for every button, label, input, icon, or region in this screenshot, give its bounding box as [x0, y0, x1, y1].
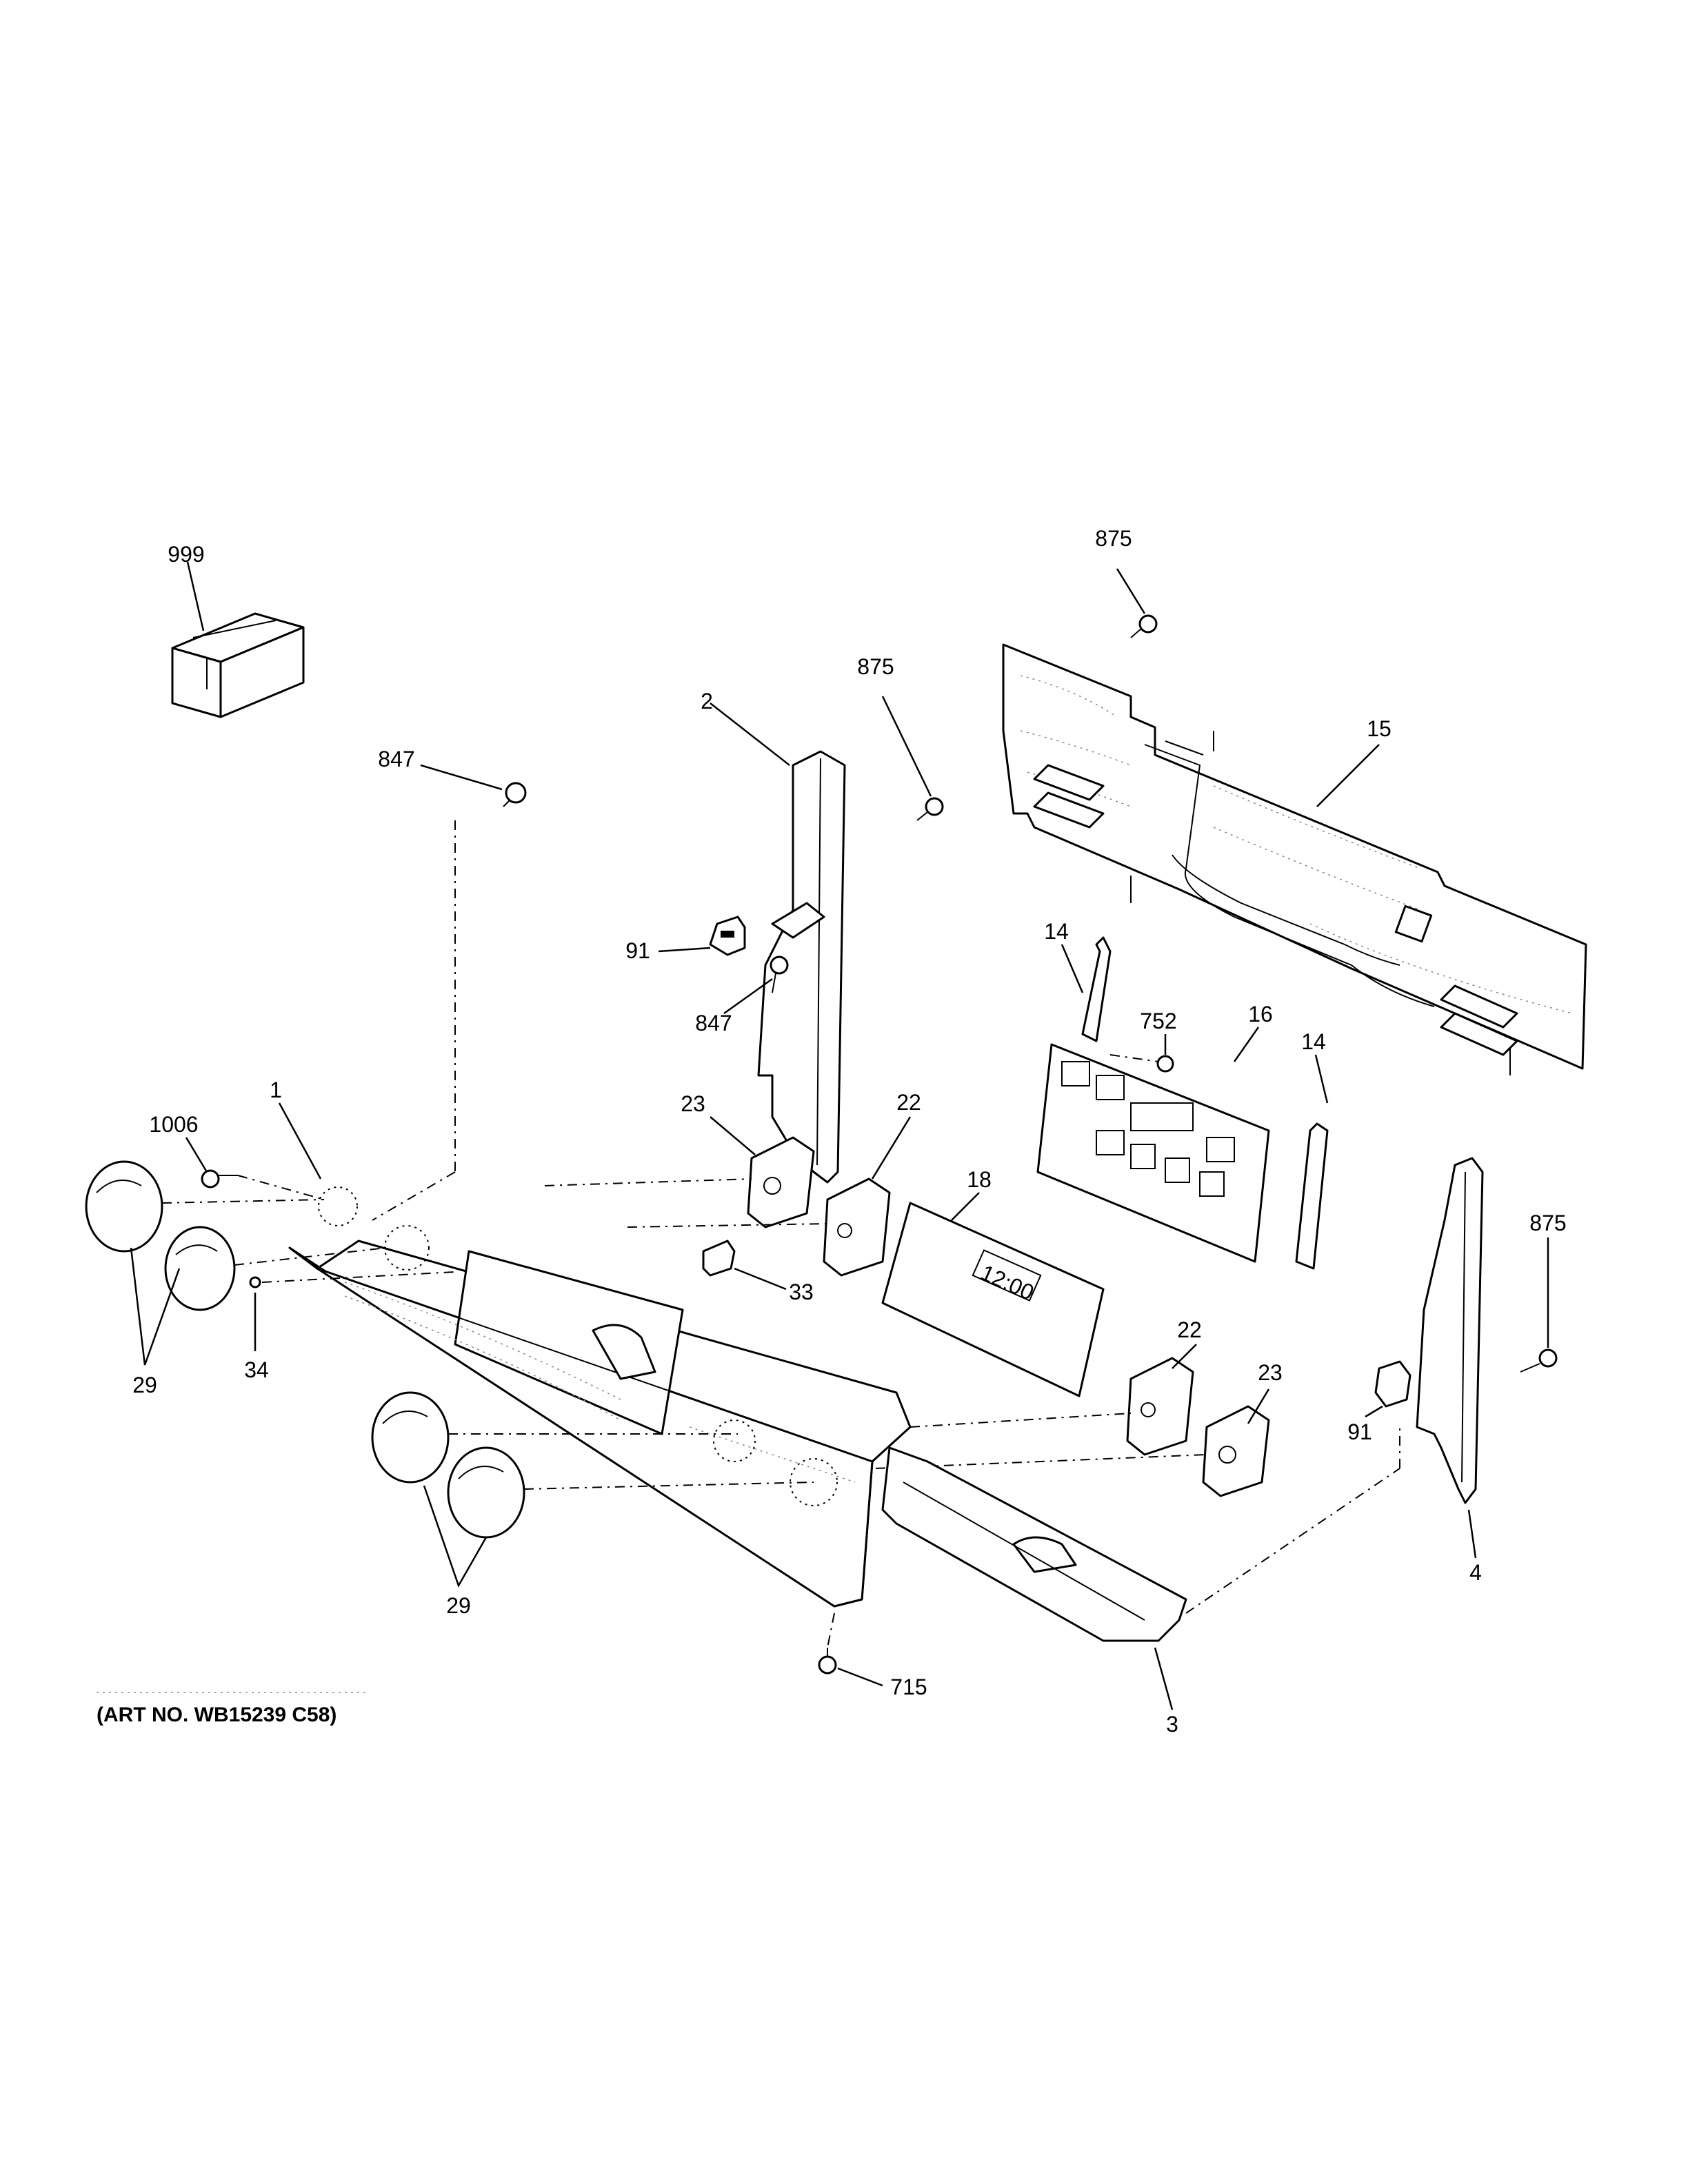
part-16-control-board — [1036, 1043, 1270, 1263]
part-875-mid-screw — [916, 797, 944, 821]
part-34-pin — [249, 1276, 261, 1288]
callout-91-left: 91 — [625, 938, 650, 963]
callout-715: 715 — [890, 1675, 927, 1699]
callout-847-top: 847 — [378, 747, 414, 771]
part-999-box — [171, 612, 305, 718]
part-3-bottom-trim — [881, 1446, 1187, 1642]
callout-875-mid: 875 — [857, 654, 894, 679]
callout-15: 15 — [1367, 716, 1391, 741]
callout-14-right: 14 — [1301, 1029, 1326, 1054]
callout-1006: 1006 — [149, 1112, 198, 1137]
part-875-right-screw — [1520, 1348, 1558, 1373]
part-91-right-clip — [1374, 1360, 1411, 1408]
callout-29-left: 29 — [132, 1373, 157, 1397]
part-29-knob-left-a — [85, 1160, 163, 1253]
part-1006-screw — [201, 1169, 238, 1189]
part-875-top-screw — [1130, 614, 1158, 638]
part-847-top-screw — [503, 782, 527, 807]
callout-91-right: 91 — [1347, 1419, 1372, 1444]
part-22-left-switch — [823, 1177, 891, 1277]
callout-18: 18 — [967, 1167, 992, 1192]
callout-2: 2 — [701, 689, 713, 714]
callout-23-right: 23 — [1258, 1360, 1283, 1385]
callout-29-bottom: 29 — [446, 1593, 471, 1618]
callout-752: 752 — [1140, 1009, 1176, 1033]
part-14-right-bracket — [1295, 1122, 1329, 1270]
part-23-left-switch — [747, 1136, 815, 1228]
callout-22-right: 22 — [1177, 1317, 1202, 1342]
part-752-screw — [1156, 1055, 1174, 1073]
callout-34: 34 — [244, 1357, 269, 1382]
part-715-screw — [818, 1648, 837, 1675]
part-29-knob-bottom-b — [447, 1446, 525, 1539]
callout-14-left: 14 — [1044, 919, 1069, 944]
callout-875-right: 875 — [1529, 1211, 1566, 1235]
callout-1: 1 — [270, 1078, 282, 1102]
part-91-left-clip — [709, 916, 746, 956]
callout-23-left: 23 — [681, 1091, 705, 1116]
part-2-left-bracket — [757, 750, 846, 1184]
callout-847-mid: 847 — [695, 1011, 732, 1035]
callout-22-left: 22 — [896, 1090, 921, 1115]
part-33-lamp-switch — [702, 1240, 736, 1277]
callout-4: 4 — [1469, 1560, 1482, 1585]
part-1-control-panel — [288, 1186, 912, 1608]
part-14-left-bracket — [1081, 936, 1112, 1042]
part-29-knob-left-b — [164, 1226, 236, 1311]
part-15-rear-panel — [1002, 643, 1587, 1075]
callout-3: 3 — [1166, 1712, 1178, 1737]
callout-999: 999 — [168, 542, 204, 567]
part-847-mid-screw — [770, 956, 789, 993]
art-number: (ART NO. WB15239 C58) — [97, 1703, 336, 1726]
part-23-right-switch — [1202, 1405, 1270, 1497]
callout-33: 33 — [789, 1280, 814, 1304]
callout-16: 16 — [1248, 1002, 1273, 1027]
callout-875-top: 875 — [1095, 526, 1132, 551]
part-18-overlay: 12:00 — [881, 1202, 1105, 1397]
part-4-right-bracket — [1416, 1157, 1484, 1504]
part-29-knob-bottom-a — [371, 1391, 450, 1484]
part-22-right-switch — [1126, 1357, 1194, 1456]
